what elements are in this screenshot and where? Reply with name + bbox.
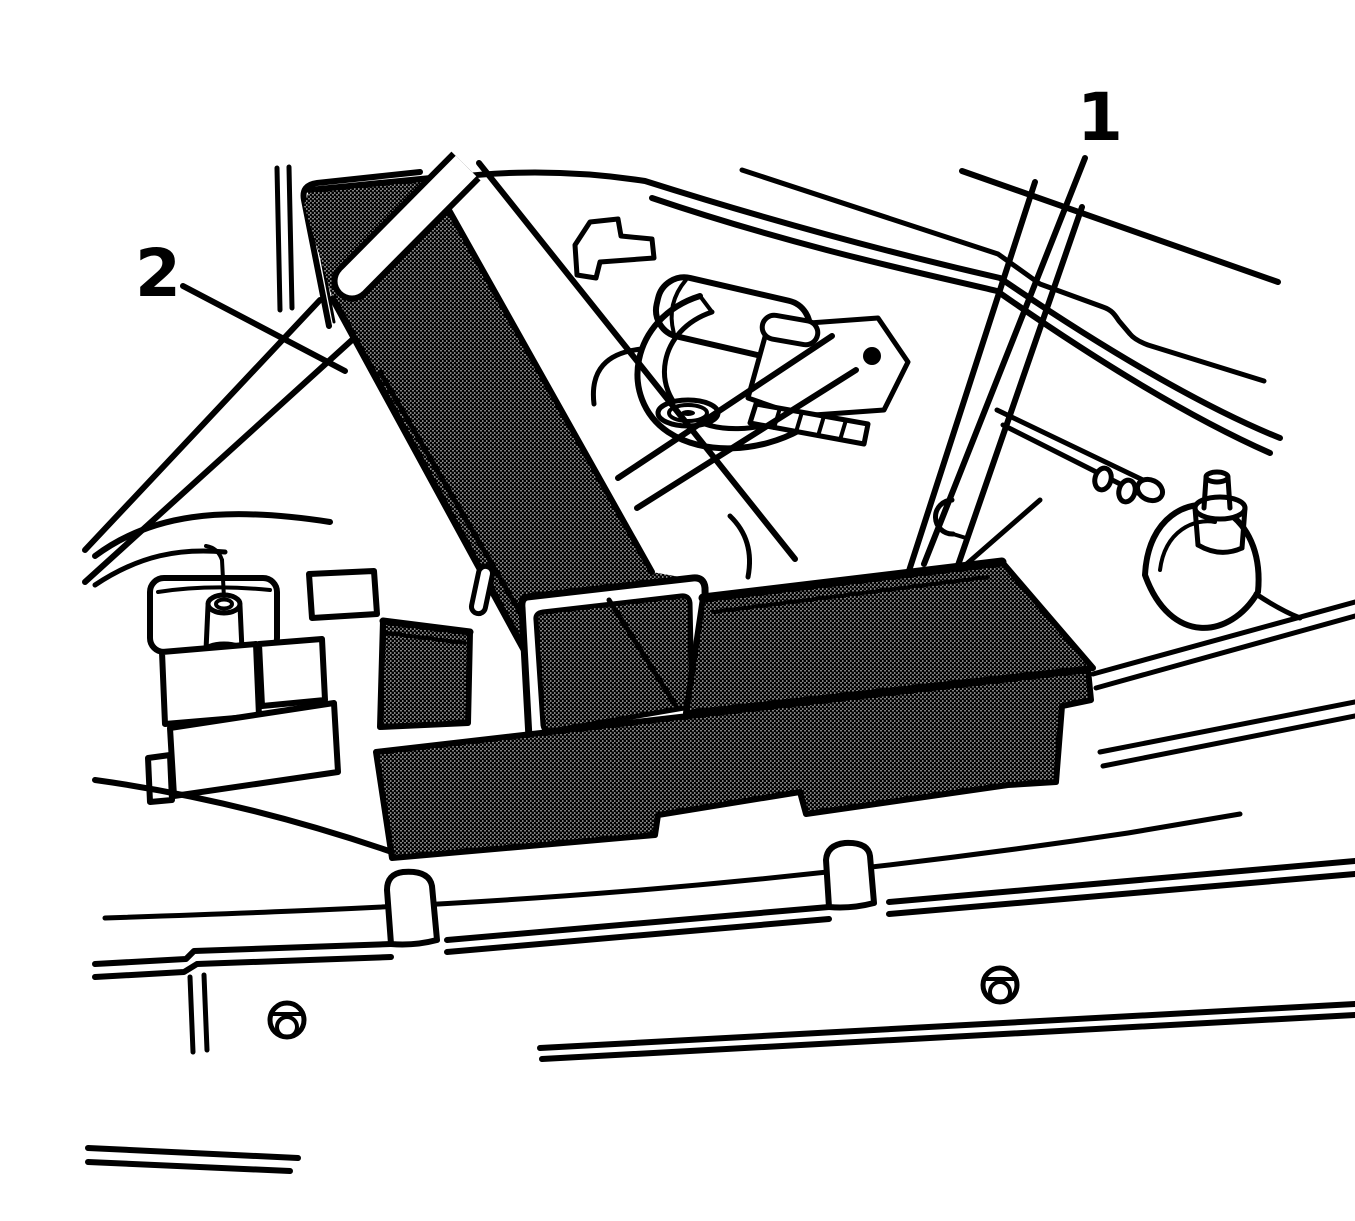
rail-dome	[384, 868, 440, 948]
wiper-spindle-post	[1203, 469, 1231, 485]
left-junction-blocks	[92, 511, 395, 855]
hold-down-bracket	[572, 216, 657, 281]
lower-frame-rail	[85, 811, 1355, 1174]
air-duct-component-2	[304, 160, 798, 751]
wiper-pivot-assembly	[933, 407, 1262, 631]
rail-bolt	[267, 1000, 307, 1040]
cowl-hole	[1092, 465, 1114, 493]
wiper-arm	[331, 151, 481, 302]
duct-opening-interior	[533, 593, 695, 734]
module-cover-component-1	[373, 557, 1096, 861]
rail-dome	[823, 839, 877, 911]
cowl-hole	[1116, 477, 1138, 505]
callout-1-label: 1	[1077, 79, 1123, 156]
callouts: 1 2	[135, 79, 1123, 567]
duct-slot	[468, 563, 496, 617]
wiper-motor-assembly	[572, 216, 911, 580]
callout-1-leader-line	[921, 155, 1088, 567]
right-side-rails	[1090, 591, 1355, 769]
rail-bolt	[980, 965, 1020, 1005]
callout-2-leader-line	[180, 283, 348, 374]
callout-2-label: 2	[135, 235, 181, 312]
plate-bolt-dot	[863, 347, 881, 365]
cover-front-face	[373, 667, 1094, 861]
